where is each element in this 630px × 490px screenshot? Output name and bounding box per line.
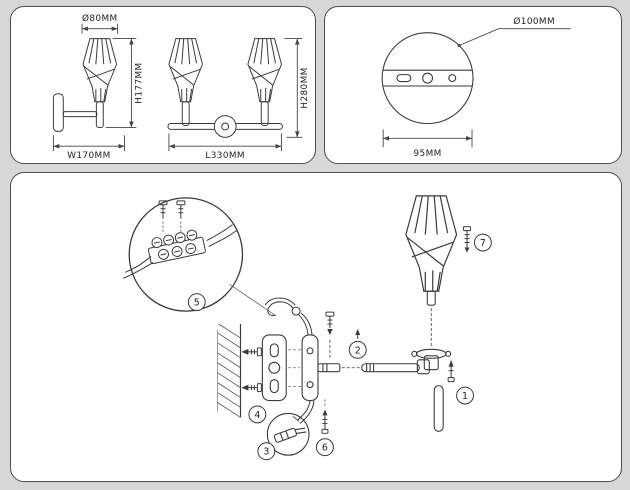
step-2-arrow (355, 328, 361, 339)
plate-width-label: 95MM (413, 149, 441, 159)
step-badge-6: 6 (316, 438, 334, 457)
double-sconce-drawing (167, 38, 283, 138)
plate-diameter-callout (457, 28, 571, 48)
step-number-5: 5 (194, 298, 200, 309)
stem-tube (433, 385, 444, 432)
step-badge-3: 3 (257, 442, 276, 461)
step-number-3: 3 (263, 447, 269, 458)
wall-screw-top (241, 347, 262, 357)
step-number-6: 6 (322, 443, 328, 454)
step-badge-2: 2 (348, 340, 367, 359)
single-width-label: W170MM (67, 151, 110, 161)
plate-diameter-label: Ø100MM (513, 16, 555, 27)
step-badges: 5 4 3 6 2 (187, 233, 492, 461)
assembly-diagram-svg: 5 4 3 6 2 (123, 195, 492, 461)
step-badge-7: 7 (473, 233, 492, 252)
step-badge-5: 5 (187, 293, 206, 312)
wiring-detail-magnifier (123, 197, 244, 312)
step-number-1: 1 (462, 391, 468, 402)
wall-section (217, 323, 242, 418)
double-length-label: L330MM (205, 151, 245, 161)
canopy-wires (264, 297, 315, 424)
mounting-plate-drawing (381, 32, 474, 125)
stem-screw (447, 359, 455, 383)
terminal-block (147, 229, 206, 265)
canopy (301, 334, 341, 402)
canopy-bottom-screw (321, 399, 329, 434)
shade-holder (411, 308, 452, 371)
arm-rod (341, 359, 430, 375)
mounting-plate-panel: Ø100MM 95MM (324, 6, 622, 164)
arm-joint-screw (325, 311, 335, 360)
plate-width-dimension (382, 129, 473, 148)
connector-detail-magnifier (266, 412, 310, 456)
mounting-bracket (261, 334, 287, 402)
double-sconce-dimension-lines (168, 38, 303, 152)
assembly-panel: 5 4 3 6 2 (10, 172, 622, 482)
dimensions-panel: Ø80MM H177MM W170MM (10, 6, 316, 164)
step-number-2: 2 (355, 345, 361, 356)
step-number-7: 7 (480, 238, 486, 249)
single-sconce-drawing (52, 38, 118, 132)
glass-shade (405, 195, 458, 306)
double-height-label: H280MM (300, 67, 310, 108)
single-height-label: H177MM (134, 62, 144, 103)
single-sconce-dimension-lines (52, 23, 137, 152)
step-badge-1: 1 (456, 386, 474, 405)
terminal-wires (123, 224, 237, 279)
dimension-drawing-svg: Ø80MM H177MM W170MM (52, 13, 310, 161)
step-badge-4: 4 (248, 405, 267, 424)
alignment-dashes (288, 349, 302, 388)
shade-screw (463, 226, 471, 253)
mounting-plate-svg: Ø100MM 95MM (381, 16, 571, 159)
step-number-4: 4 (254, 410, 260, 421)
terminal-screws (158, 200, 186, 233)
magnifier-leader-line (229, 283, 277, 317)
shade-diameter-label: Ø80MM (82, 13, 118, 24)
wall-screw-bottom (241, 383, 262, 393)
